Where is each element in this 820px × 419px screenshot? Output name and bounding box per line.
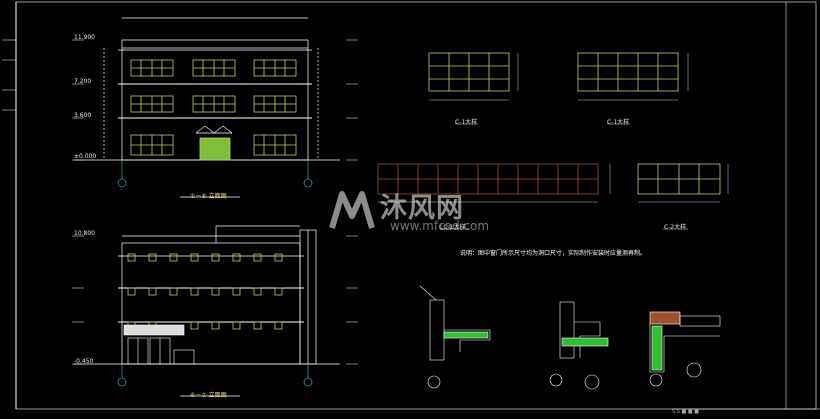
level-mark: ±0.000 <box>74 153 97 160</box>
side-entrance <box>123 324 195 365</box>
watermark-url: www.mfcad.com <box>390 219 490 233</box>
watermark-logo-icon <box>329 191 375 229</box>
section-detail-1 <box>419 285 491 361</box>
watermark-brand: 沐风网 <box>380 193 464 224</box>
drawing-note: 说明：图中窗门所示尺寸均为洞口尺寸，实际制作安装时应量测再制。 <box>460 250 647 257</box>
level-marks <box>72 39 358 365</box>
level-mark: 7.200 <box>74 78 92 85</box>
level-mark: 3.600 <box>74 112 92 119</box>
section-bubbles <box>427 373 663 389</box>
window-label-lc1: LC-1大样 <box>440 224 466 231</box>
window-detail-c1-b <box>577 52 679 92</box>
front-axis-bubbles <box>117 160 313 188</box>
side-elevation <box>74 225 340 365</box>
front-windows <box>130 59 297 156</box>
watermark: 沐风网 www.mfcad.com <box>328 188 498 240</box>
front-elevation <box>74 17 340 161</box>
window-detail-lc1 <box>377 163 599 195</box>
level-mark: -0.450 <box>74 358 94 365</box>
window-label-c2: C-2大样 <box>664 224 687 231</box>
side-elevation-title: ⑥－① 立面图 <box>190 392 227 399</box>
title-block-left <box>2 39 16 111</box>
section-detail-3 <box>649 311 721 378</box>
status-text: S S ■ ■ ■ <box>672 409 699 415</box>
window-label-c1-a: C-1大样 <box>455 119 478 126</box>
status-bar: S S ■ ■ ■ <box>672 409 820 419</box>
window-detail-c2 <box>637 163 721 195</box>
front-canopy <box>195 125 233 134</box>
dim-lines <box>378 53 729 230</box>
front-elevation-title: ①－⑥ 立面图 <box>190 193 227 200</box>
level-mark: 10.800 <box>74 230 95 237</box>
side-axis-bubbles <box>117 364 313 387</box>
side-windows <box>127 253 283 330</box>
window-label-c1-b: C-1大样 <box>607 119 630 126</box>
section-detail-2 <box>559 301 609 390</box>
window-detail-c1-a <box>428 52 510 92</box>
front-entrance-door <box>199 137 231 161</box>
level-mark: 11.900 <box>74 34 95 41</box>
